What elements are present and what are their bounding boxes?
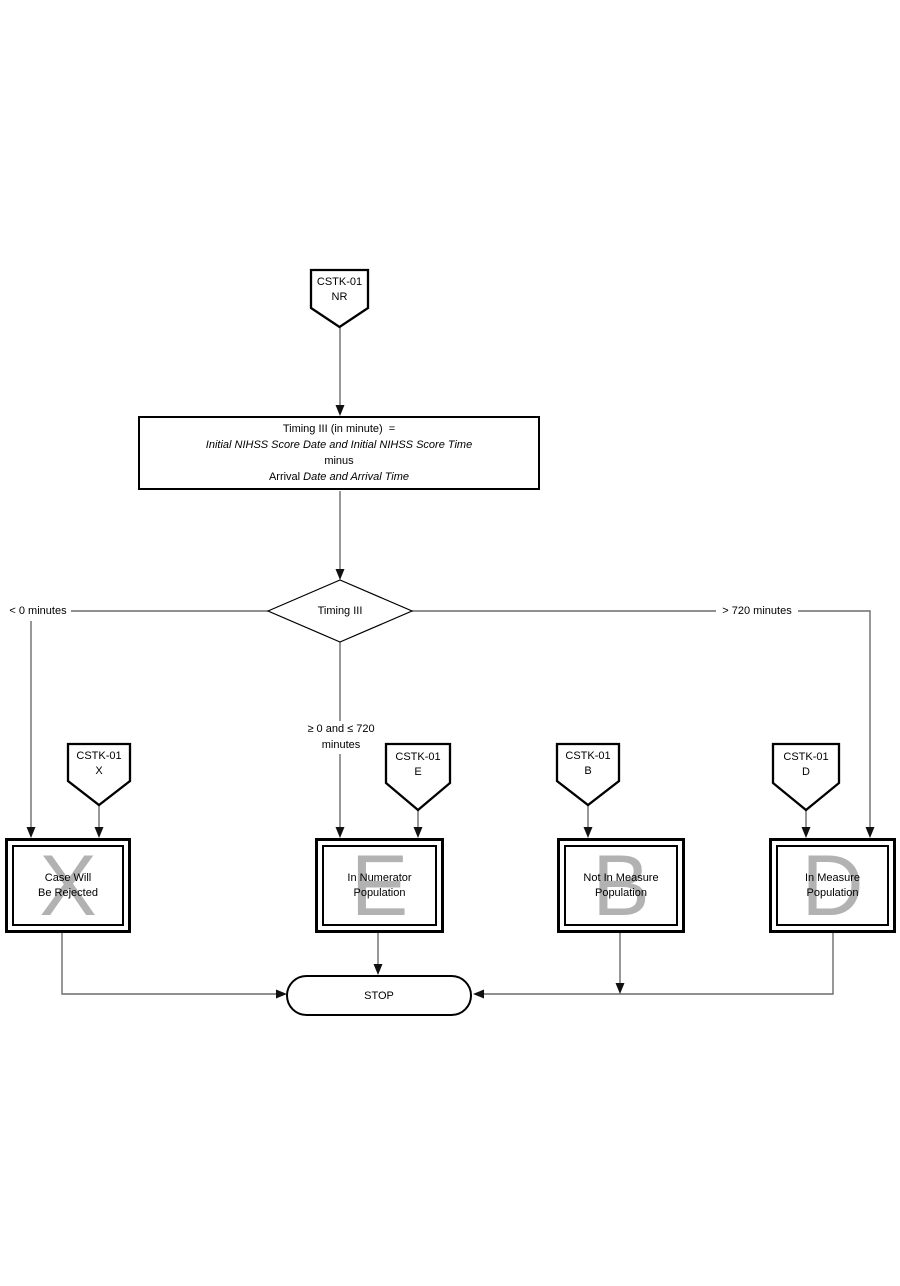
outcome-box-case-rejected-inner: X Case Will Be Rejected [12, 845, 124, 926]
offpage-b-id: CSTK-01 [565, 750, 611, 762]
edge-reject-to-stop [61, 932, 276, 995]
arrowhead-down-icon [335, 827, 345, 838]
outcome-box-in-measure: D In Measure Population [769, 838, 896, 933]
arrowhead-down-icon [94, 827, 104, 838]
outcome-caption-line2: Be Rejected [38, 886, 98, 899]
offpage-x-id: CSTK-01 [76, 750, 122, 762]
outcome-caption-line2: Population [806, 886, 859, 899]
watermark-d: D [801, 845, 864, 926]
timing-calc-process-box: Timing III (in minute) = Initial NIHSS S… [138, 416, 540, 490]
outcome-caption-line1: In Measure [804, 871, 861, 884]
edge-inmeasure-to-stop [484, 932, 834, 995]
offpage-d-label: CSTK-01 D [773, 746, 839, 780]
start-node-label: CSTK-01 NR [311, 271, 368, 305]
calc-line-3: minus [324, 455, 354, 467]
offpage-e-id: CSTK-01 [395, 751, 441, 763]
branch-label-middle-line2: minutes [321, 738, 361, 751]
outcome-box-in-measure-inner: D In Measure Population [776, 845, 889, 926]
arrowhead-down-icon [801, 827, 811, 838]
offpage-b-code: B [584, 765, 592, 777]
outcome-box-in-numerator: E In Numerator Population [315, 838, 444, 933]
calc-line-4: Arrival Date and Arrival Time [140, 469, 538, 485]
edge-decision-right [412, 610, 871, 827]
offpage-x-code: X [95, 765, 103, 777]
outcome-box-case-rejected: X Case Will Be Rejected [5, 838, 131, 933]
outcome-caption: In Measure Population [805, 871, 860, 901]
watermark-e: E [350, 845, 409, 926]
start-node-code: NR [331, 291, 348, 303]
offpage-e-code: E [414, 766, 422, 778]
arrowhead-down-icon [335, 405, 345, 416]
outcome-caption: In Numerator Population [347, 871, 411, 901]
watermark-b: B [592, 845, 650, 926]
offpage-d-pentagon [771, 742, 841, 812]
outcome-caption-line1: Case Will [44, 871, 92, 884]
arrowhead-down-icon [583, 827, 593, 838]
offpage-d-id: CSTK-01 [783, 751, 829, 763]
outcome-box-in-numerator-inner: E In Numerator Population [322, 845, 437, 926]
decision-label: Timing III [317, 605, 363, 617]
arrowhead-right-icon [276, 989, 287, 999]
outcome-caption: Not In Measure Population [583, 871, 658, 901]
watermark-x: X [39, 845, 97, 926]
offpage-x-label: CSTK-01 X [68, 745, 130, 779]
start-node-id: CSTK-01 [316, 276, 363, 288]
calc-line-1: Timing III (in minute) = [282, 422, 396, 435]
calc-line-2: Initial NIHSS Score Date and Initial NIH… [205, 438, 473, 451]
stop-terminator: STOP [286, 975, 472, 1016]
branch-label-middle: ≥ 0 and ≤ 720 minutes [302, 721, 380, 754]
branch-label-left: < 0 minutes [5, 603, 71, 621]
calc-line-4-italic: Date and Arrival Time [303, 471, 410, 484]
arrowhead-left-icon [473, 989, 484, 999]
offpage-b-label: CSTK-01 B [557, 745, 619, 779]
edge-decision-left [30, 610, 268, 827]
calc-line-4-regular: Arrival [268, 471, 304, 484]
offpage-x-pentagon [66, 742, 132, 807]
outcome-caption-line1: In Numerator [347, 871, 412, 884]
outcome-caption-line2: Population [353, 886, 406, 899]
offpage-e-pentagon [384, 742, 452, 812]
arrowhead-down-icon [373, 964, 383, 975]
arrowhead-down-icon [413, 827, 423, 838]
start-offpage-pentagon [309, 268, 370, 329]
offpage-b-pentagon [555, 742, 621, 807]
outcome-box-not-in-measure: B Not In Measure Population [557, 838, 685, 933]
arrowhead-down-icon [335, 569, 345, 580]
arrowhead-down-icon [26, 827, 36, 838]
offpage-e-label: CSTK-01 E [386, 746, 450, 780]
branch-label-right: > 720 minutes [716, 603, 798, 621]
branch-label-middle-line1: ≥ 0 and ≤ 720 [307, 723, 375, 735]
arrowhead-down-icon [865, 827, 875, 838]
arrowhead-down-icon [615, 983, 625, 994]
outcome-caption-line1: Not In Measure [583, 871, 659, 884]
outcome-caption: Case Will Be Rejected [38, 871, 98, 901]
offpage-d-code: D [802, 766, 810, 778]
outcome-caption-line2: Population [594, 886, 647, 899]
outcome-box-not-in-measure-inner: B Not In Measure Population [564, 845, 678, 926]
decision-diamond [266, 579, 414, 643]
